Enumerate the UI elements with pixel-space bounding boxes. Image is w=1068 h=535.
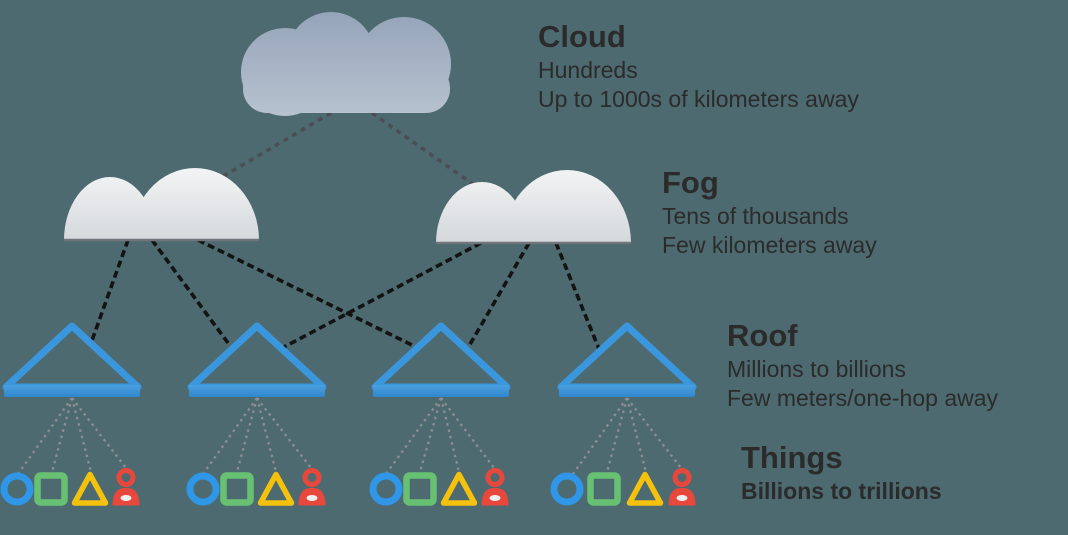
roof-line-2: Few meters/one-hop away (727, 385, 999, 411)
fog-to-roof-links (88, 238, 601, 350)
circle-device-icon (0, 472, 34, 506)
triangle-device-icon (257, 471, 295, 506)
link-fog2-roof4 (554, 242, 601, 350)
triangle-device-icon (71, 471, 109, 506)
fog-label: Fog Tens of thousands Few kilometers awa… (662, 163, 877, 260)
things-group-4 (550, 468, 696, 506)
square-device-icon (587, 472, 621, 506)
square-device-icon (403, 472, 437, 506)
link-fog2-roof3 (467, 242, 531, 347)
roof-node-4 (557, 322, 697, 397)
fan-roof2 (202, 397, 312, 475)
things-label: Things Billions to trillions (741, 438, 942, 506)
things-group-1 (0, 468, 140, 506)
circle-device-icon (369, 472, 403, 506)
fog-title: Fog (662, 165, 719, 200)
things-group-2 (186, 468, 326, 506)
roof-label: Roof Millions to billions Few meters/one… (727, 316, 998, 413)
link-cloud-fog-left (221, 111, 332, 179)
person-device-icon (112, 468, 140, 506)
fan-roof4 (572, 397, 682, 475)
roof-title: Roof (727, 318, 798, 353)
square-device-icon (34, 472, 68, 506)
things-title: Things (741, 440, 843, 475)
person-device-icon (298, 468, 326, 506)
link-fog2-roof2 (283, 241, 482, 349)
roof-node-2 (187, 322, 327, 397)
roof-to-things-links (17, 397, 682, 475)
cloud-line-2: Up to 1000s of kilometers away (538, 86, 859, 112)
fan-roof1 (17, 397, 127, 475)
fog-line-1: Tens of thousands (662, 203, 849, 229)
things-group-3 (369, 468, 509, 506)
fog-node-right (436, 170, 631, 245)
cloud-line-1: Hundreds (538, 57, 638, 83)
link-cloud-fog-right (370, 111, 486, 194)
things-line-1: Billions to trillions (741, 478, 942, 504)
cloud-node (241, 12, 451, 116)
link-fog1-roof2 (150, 238, 233, 349)
roof-line-1: Millions to billions (727, 356, 906, 382)
triangle-device-icon (440, 471, 478, 506)
cloud-to-fog-links (221, 111, 486, 194)
link-fog1-roof3 (197, 238, 417, 349)
roof-node-1 (2, 322, 142, 397)
roof-node-3 (371, 322, 511, 397)
triangle-device-icon (626, 471, 664, 506)
cloud-title: Cloud (538, 19, 626, 54)
circle-device-icon (186, 472, 220, 506)
square-device-icon (220, 472, 254, 506)
person-device-icon (668, 468, 696, 506)
fog-node-left (64, 168, 259, 242)
person-device-icon (481, 468, 509, 506)
circle-device-icon (550, 472, 584, 506)
link-fog1-roof1 (88, 239, 130, 347)
fog-line-2: Few kilometers away (662, 232, 877, 258)
cloud-label: Cloud Hundreds Up to 1000s of kilometers… (538, 17, 859, 114)
fan-roof3 (385, 397, 495, 475)
